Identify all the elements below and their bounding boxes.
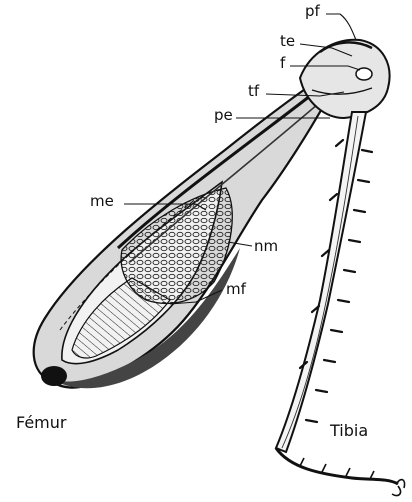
tarsus — [276, 448, 398, 484]
tibia-spines — [300, 140, 372, 422]
label-tf: tf — [248, 82, 260, 100]
label-te: te — [280, 32, 295, 50]
label-tibia: Tibia — [329, 421, 368, 440]
label-pf: pf — [305, 2, 321, 20]
label-pe: pe — [214, 106, 233, 124]
femur-drawing — [34, 79, 330, 388]
femur-base-opening — [41, 366, 67, 386]
label-mf: mf — [226, 280, 247, 298]
label-me: me — [90, 192, 114, 210]
label-femur: Fémur — [16, 413, 67, 432]
label-f: f — [280, 54, 286, 72]
label-nm: nm — [254, 237, 278, 255]
leader-pf — [326, 14, 356, 40]
